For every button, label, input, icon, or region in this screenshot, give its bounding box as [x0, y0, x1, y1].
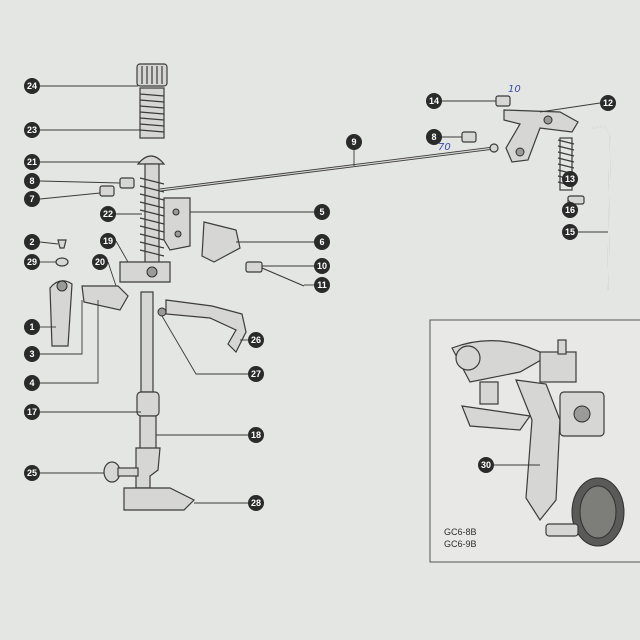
- callout-1: 1: [24, 319, 40, 335]
- callout-number: 26: [251, 335, 261, 345]
- callout-3: 3: [24, 346, 40, 362]
- callout-20: 20: [92, 254, 108, 270]
- inset-panel: [429, 319, 640, 563]
- callout-number: 24: [27, 81, 37, 91]
- callout-number: 15: [565, 227, 575, 237]
- callout-number: 2: [29, 237, 34, 247]
- callout-30: 30: [478, 457, 494, 473]
- callout-number: 8: [29, 176, 34, 186]
- callout-number: 12: [603, 98, 613, 108]
- callout-number: 5: [319, 207, 324, 217]
- presser-foot: [123, 487, 196, 511]
- callout-number: 29: [27, 257, 37, 267]
- callout-10: 10: [314, 258, 330, 274]
- callout-number: 19: [103, 236, 113, 246]
- callout-number: 21: [27, 157, 37, 167]
- callout-6: 6: [314, 234, 330, 250]
- callout-25: 25: [24, 465, 40, 481]
- bracket-plate: [163, 197, 191, 251]
- callout-29: 29: [24, 254, 40, 270]
- callout-number: 7: [29, 194, 34, 204]
- guide-plate: [201, 221, 241, 263]
- callout-17: 17: [24, 404, 40, 420]
- callout-number: 17: [27, 407, 37, 417]
- callout-2: 2: [24, 234, 40, 250]
- callout-19: 19: [100, 233, 116, 249]
- callout-number: 14: [429, 96, 439, 106]
- callout-22: 22: [100, 206, 116, 222]
- release-lever: [165, 299, 247, 354]
- lift-cam: [81, 285, 129, 311]
- callout-number: 1: [29, 322, 34, 332]
- callout-number: 27: [251, 369, 261, 379]
- callout-number: 10: [317, 261, 327, 271]
- callout-number: 13: [565, 174, 575, 184]
- callout-21: 21: [24, 154, 40, 170]
- callout-4: 4: [24, 375, 40, 391]
- model-label: GC6-9B: [444, 539, 477, 549]
- callout-18: 18: [248, 427, 264, 443]
- callout-number: 18: [251, 430, 261, 440]
- callout-28: 28: [248, 495, 264, 511]
- callout-27: 27: [248, 366, 264, 382]
- callout-number: 22: [103, 209, 113, 219]
- callout-number: 9: [351, 137, 356, 147]
- callout-8: 8: [24, 173, 40, 189]
- inset-block: [539, 351, 577, 383]
- callout-26: 26: [248, 332, 264, 348]
- inset-presser-arm: [515, 379, 561, 522]
- handwritten-note: 70: [438, 142, 451, 153]
- presser-bar-assembly: [49, 63, 611, 511]
- callout-5: 5: [314, 204, 330, 220]
- callout-14: 14: [426, 93, 442, 109]
- callout-12: 12: [600, 95, 616, 111]
- callout-15: 15: [562, 224, 578, 240]
- lift-lever: [49, 280, 73, 347]
- callout-number: 4: [29, 378, 34, 388]
- callout-9: 9: [346, 134, 362, 150]
- callout-number: 16: [565, 205, 575, 215]
- return-spring: [557, 137, 575, 191]
- callout-number: 20: [95, 257, 105, 267]
- presser-spring: [139, 177, 165, 257]
- callout-number: 11: [317, 280, 327, 290]
- knee-rod: [591, 125, 611, 291]
- leader-lines: [39, 85, 608, 504]
- callout-number: 25: [27, 468, 37, 478]
- presser-bar: [140, 291, 154, 393]
- presser-foot-shank: [135, 447, 161, 489]
- callout-16: 16: [562, 202, 578, 218]
- callout-number: 6: [319, 237, 324, 247]
- callout-11: 11: [314, 277, 330, 293]
- guide-bracket: [119, 261, 171, 283]
- callout-number: 30: [481, 460, 491, 470]
- callout-13: 13: [562, 171, 578, 187]
- callout-number: 28: [251, 498, 261, 508]
- handwritten-note: 10: [508, 84, 521, 95]
- model-label: GC6-8B: [444, 527, 477, 537]
- callout-23: 23: [24, 122, 40, 138]
- callout-24: 24: [24, 78, 40, 94]
- callout-number: 23: [27, 125, 37, 135]
- spring-cap: [136, 155, 166, 165]
- callout-7: 7: [24, 191, 40, 207]
- callout-number: 8: [431, 132, 436, 142]
- callout-8: 8: [426, 129, 442, 145]
- callout-number: 3: [29, 349, 34, 359]
